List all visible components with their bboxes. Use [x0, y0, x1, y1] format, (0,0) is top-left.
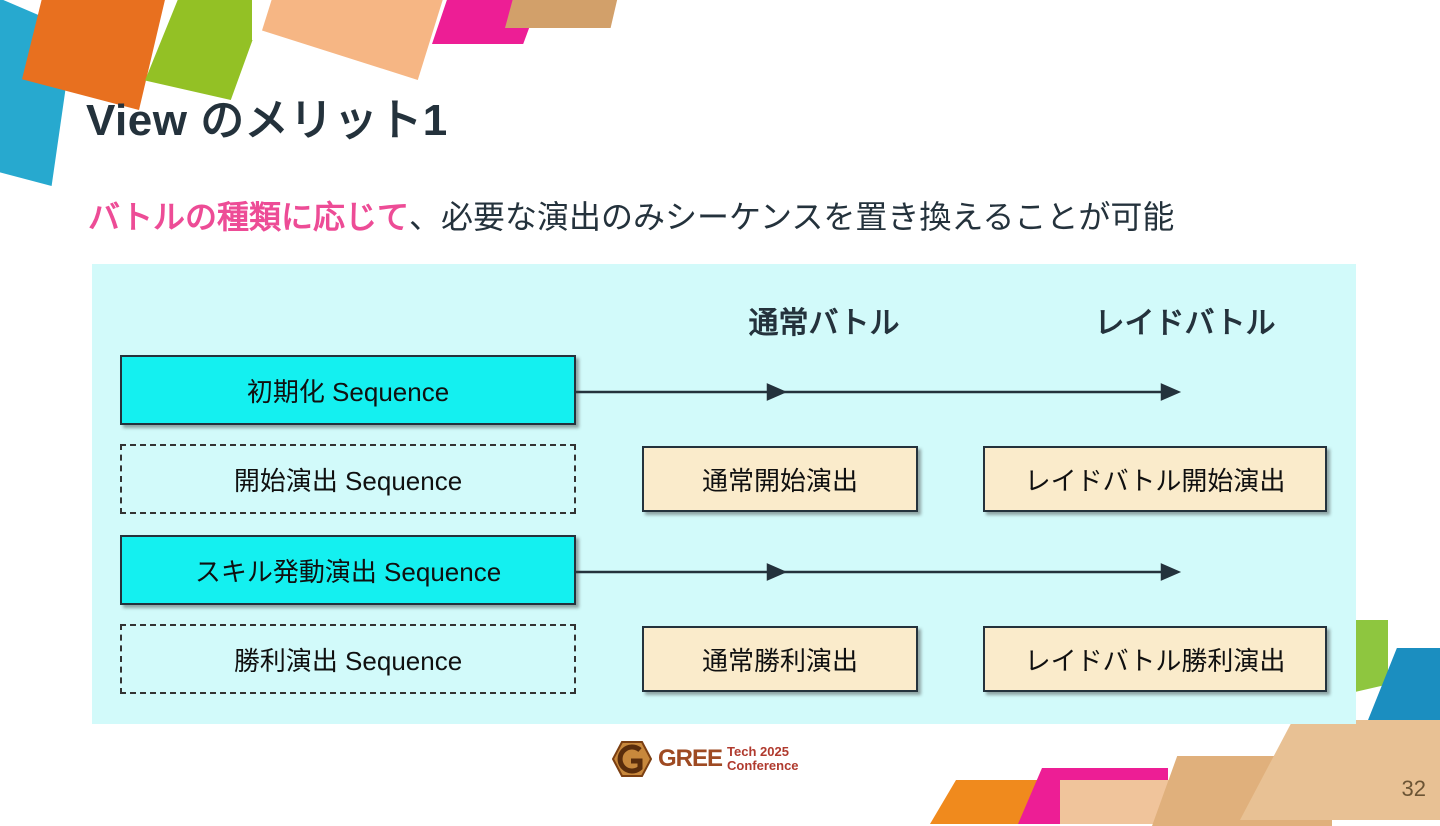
- logo-line-2: Conference: [727, 758, 799, 773]
- decor-shape-tan-top: [505, 0, 625, 28]
- decor-shape-orange-bottom: [930, 780, 1060, 824]
- subtitle-rest: 、必要な演出のみシーケンスを置き換えることが可能: [408, 199, 1175, 235]
- slide-subtitle: バトルの種類に応じて、必要な演出のみシーケンスを置き換えることが可能: [88, 192, 1174, 238]
- decor-shape-magenta-bottom: [1018, 768, 1168, 824]
- effect-box-raid-victory[interactable]: レイドバトル勝利演出: [983, 626, 1327, 692]
- decor-shape-peach-bottom: [1060, 780, 1170, 824]
- effect-box-normal-start[interactable]: 通常開始演出: [642, 446, 918, 512]
- decor-shape-cyan-left: [0, 0, 74, 186]
- effect-box-raid-start[interactable]: レイドバトル開始演出: [983, 446, 1327, 512]
- sequence-box-skill-fx[interactable]: スキル発動演出 Sequence: [120, 535, 576, 605]
- arrow-head-row3-end: [1160, 563, 1182, 581]
- arrow-head-row1-mid: [766, 383, 788, 401]
- logo-event-text: Tech 2025 Conference: [727, 745, 799, 772]
- arrow-head-row1-end: [1160, 383, 1182, 401]
- column-header-normal-battle: 通常バトル: [748, 307, 900, 340]
- arrow-layer: [576, 383, 1182, 581]
- sequence-box-start-fx[interactable]: 開始演出 Sequence: [120, 444, 576, 514]
- logo-brand-text: GREE: [658, 745, 723, 772]
- sequence-box-init[interactable]: 初期化 Sequence: [120, 355, 576, 425]
- effect-box-normal-victory[interactable]: 通常勝利演出: [642, 626, 918, 692]
- logo-line-1: Tech 2025: [727, 744, 789, 760]
- decor-shape-tan-bottom-2: [1152, 756, 1332, 826]
- sequence-box-victory-fx[interactable]: 勝利演出 Sequence: [120, 624, 576, 694]
- gree-hexagon-icon: [612, 741, 652, 777]
- column-header-raid-battle: レイドバトル: [1094, 307, 1276, 340]
- decor-shape-tan-bottom: [1240, 720, 1440, 820]
- page-number: 32: [1401, 776, 1426, 801]
- decor-shape-blue-bottom: [1352, 648, 1440, 760]
- decor-shape-magenta: [432, 0, 552, 44]
- decor-shape-peach: [262, 0, 452, 80]
- arrow-head-row3-mid: [766, 563, 788, 581]
- subtitle-highlight: バトルの種類に応じて: [88, 199, 409, 235]
- page-title: View のメリット1: [86, 96, 448, 145]
- decor-shape-white-gap: [252, 0, 322, 40]
- diagram-panel: 通常バトル レイドバトル 初期化 Sequence 開始演出 Sequence …: [92, 264, 1356, 724]
- gree-tech-conference-logo: GREE Tech 2025 Conference: [612, 738, 842, 780]
